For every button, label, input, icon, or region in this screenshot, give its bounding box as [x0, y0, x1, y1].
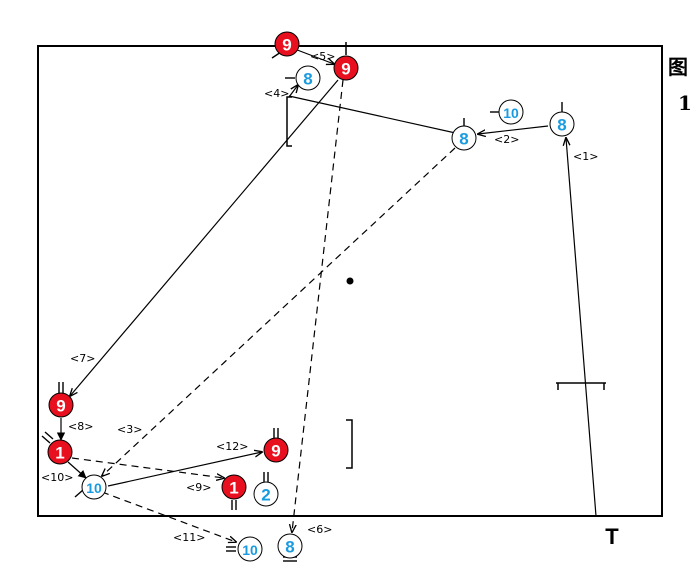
path-4 — [288, 95, 461, 135]
player-b8-out: 8 — [277, 533, 303, 559]
figure-label-char: 图 — [668, 55, 688, 79]
player-r9-top2: 9 — [333, 55, 359, 81]
step-label-5: <5> — [310, 50, 335, 63]
player-r9-bottom: 9 — [263, 437, 289, 463]
player-number: 8 — [285, 538, 294, 557]
player-ticks — [41, 51, 563, 562]
path-4b — [288, 85, 298, 98]
step-label-12: <12> — [216, 440, 248, 453]
player-b2-bottom: 2 — [253, 481, 279, 507]
player-b8-right: 8 — [549, 111, 575, 137]
player-b10-right: 10 — [498, 99, 524, 125]
step-label-10: <10> — [41, 471, 73, 484]
step-label-6: <6> — [307, 523, 332, 536]
player-number: 1 — [229, 479, 238, 498]
path-2 — [478, 125, 549, 134]
path-7 — [70, 79, 339, 396]
player-b8-top: 8 — [295, 65, 321, 91]
player-number: 10 — [242, 542, 258, 558]
player-number: 1 — [55, 444, 64, 463]
path-10 — [67, 461, 87, 479]
player-number: 2 — [261, 486, 270, 505]
player-b8-mid: 8 — [451, 125, 477, 151]
step-label-11: <11> — [173, 531, 205, 544]
court-boundary — [37, 45, 663, 517]
path-12 — [107, 452, 262, 487]
player-r1-left: 1 — [47, 439, 73, 465]
path-3 — [102, 147, 456, 476]
path-5 — [291, 47, 334, 64]
path-9 — [71, 457, 224, 478]
player-number: 9 — [271, 442, 280, 461]
path-1 — [566, 138, 597, 517]
player-number: 9 — [56, 397, 65, 416]
player-r9-left: 9 — [48, 392, 74, 418]
player-b10-out: 10 — [237, 536, 263, 562]
player-number: 10 — [503, 105, 519, 121]
step-label-2: <2> — [494, 133, 519, 146]
player-r1-bottom: 1 — [221, 474, 247, 500]
step-label-4: <4> — [264, 87, 289, 100]
step-label-1: <1> — [573, 150, 598, 163]
player-number: 9 — [282, 36, 291, 55]
referee-marker: T — [605, 524, 619, 549]
player-b10-left: 10 — [81, 474, 107, 500]
step-label-9: <9> — [186, 481, 211, 494]
player-r9-top: 9 — [274, 31, 300, 57]
player-number: 8 — [459, 130, 468, 149]
figure-label-num: 1 — [678, 91, 692, 115]
movement-lines — [56, 47, 597, 542]
player-number: 8 — [303, 70, 312, 89]
step-label-7: <7> — [70, 352, 95, 365]
step-label-8: <8> — [68, 420, 93, 433]
court-markings — [286, 42, 606, 469]
player-number: 10 — [86, 480, 102, 496]
path-6 — [292, 79, 344, 532]
player-number: 8 — [557, 116, 566, 135]
player-number: 9 — [341, 60, 350, 79]
center-spot — [346, 277, 354, 285]
step-label-3: <3> — [117, 423, 142, 436]
